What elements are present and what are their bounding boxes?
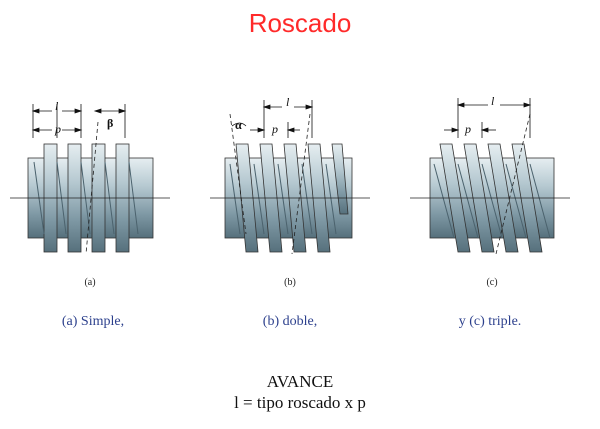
helix-angle-label: β bbox=[107, 116, 114, 130]
pitch-label: p bbox=[55, 122, 61, 136]
thread-diagram-double: l p α (b) bbox=[200, 94, 400, 294]
lead-formula: AVANCE l = tipo roscado x p bbox=[0, 371, 600, 413]
lead-equation: l = tipo roscado x p bbox=[234, 393, 366, 412]
slide-title: Roscado bbox=[248, 8, 352, 38]
lead-heading: AVANCE bbox=[266, 372, 334, 391]
panel-letter: (a) bbox=[84, 277, 96, 288]
thread-diagram-single: l p β (a) bbox=[0, 94, 200, 294]
helix-angle-label: α bbox=[235, 118, 242, 132]
caption-simple: (a) Simple, bbox=[61, 314, 125, 329]
pitch-label: p bbox=[465, 122, 471, 136]
lead-label: l bbox=[286, 95, 290, 109]
panel-letter: (b) bbox=[284, 277, 296, 288]
pitch-label: p bbox=[272, 122, 278, 136]
thread-diagram-triple: l p (c) bbox=[400, 94, 600, 294]
caption-double: (b) doble, bbox=[262, 314, 318, 329]
caption-triple: y (c) triple. bbox=[458, 314, 522, 329]
single-thread-illustration bbox=[10, 104, 170, 255]
panel-letter: (c) bbox=[486, 277, 498, 288]
lead-label: l bbox=[55, 99, 59, 113]
double-thread-illustration bbox=[210, 100, 370, 255]
lead-label: l bbox=[491, 94, 495, 108]
triple-thread-illustration bbox=[410, 98, 570, 255]
